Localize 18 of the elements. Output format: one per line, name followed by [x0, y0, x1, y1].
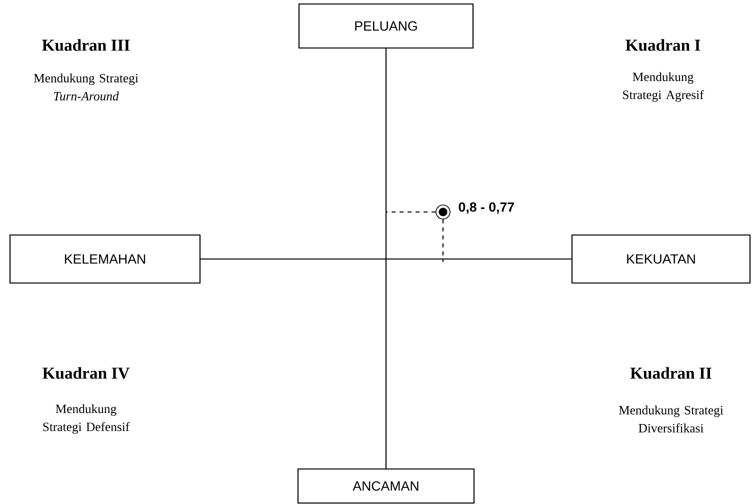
axis-line — [200, 258, 572, 260]
quadrant-description: Mendukung Strategi Diversifikasi — [618, 406, 724, 432]
label-box: PELUANG — [298, 3, 474, 49]
quadrant-title: Kuadran II — [630, 367, 712, 379]
label-box: KEKUATAN — [571, 234, 751, 284]
quadrant-description: Mendukung Strategi Agresif — [623, 72, 704, 102]
quadrant-title: Kuadran I — [626, 39, 700, 51]
quadrant-description: Mendukung Strategi Turn-Around — [34, 74, 138, 100]
guide-line — [442, 219, 444, 262]
quadrant-title: Kuadran III — [42, 39, 130, 51]
point-label: 0,8 - 0,77 — [458, 202, 514, 214]
axis-line — [385, 48, 387, 468]
quadrant-description: Mendukung Strategi Defensif — [43, 404, 130, 434]
guide-line — [386, 211, 436, 213]
quadrant-title: Kuadran IV — [42, 367, 130, 379]
data-point — [436, 204, 450, 220]
label-box: ANCAMAN — [297, 468, 475, 504]
label-box: KELEMAHAN — [9, 234, 201, 284]
